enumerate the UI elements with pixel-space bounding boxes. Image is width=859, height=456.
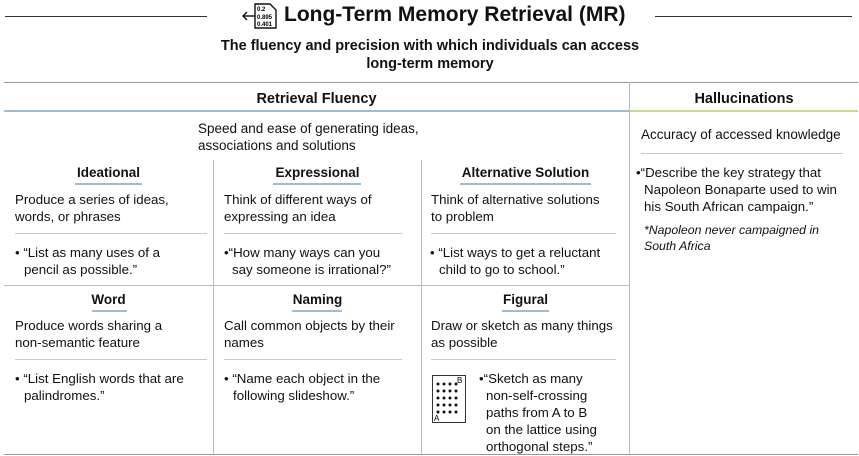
cell-title-underline [502, 310, 549, 312]
retrieval-description: Speed and ease of generating ideas, asso… [198, 121, 419, 153]
cell-separator [15, 359, 207, 360]
cell-separator [224, 233, 402, 234]
cell-title: Figural [502, 292, 548, 307]
hallucinations-note: *Napoleon never campaigned in South Afri… [644, 223, 820, 253]
cell-separator [15, 233, 207, 234]
retrieval-fluency-heading: Retrieval Fluency [256, 91, 377, 107]
hallucinations-separator [641, 153, 843, 154]
cell-title: Expressional [275, 165, 360, 180]
retrieval-fluency-rule [4, 110, 629, 112]
cell-title-underline [75, 183, 142, 185]
title-rule-left [5, 16, 207, 17]
cell-title-underline [292, 310, 342, 312]
hallucinations-description: Accuracy of accessed knowledge [641, 127, 841, 142]
title-text: Long-Term Memory Retrieval (MR) [284, 3, 626, 26]
cell-title: Naming [292, 292, 343, 307]
cell-separator [431, 233, 616, 234]
hallucinations-rule [630, 110, 858, 112]
page-title: 0.2 0.895 0.401 Long-Term Memory Retriev… [242, 3, 632, 29]
logo-value-2: 0.895 [257, 15, 273, 21]
cell-title: Alternative Solution [461, 165, 590, 180]
hallucinations-heading: Hallucinations [694, 91, 794, 107]
table-top-rule [4, 82, 858, 83]
logo-value-1: 0.2 [257, 7, 266, 13]
subtitle-line-2: long-term memory [366, 56, 494, 72]
lattice-label-a: A [434, 414, 440, 423]
lattice-diagram: B A [432, 375, 466, 428]
cell-title-underline [460, 183, 591, 185]
subtitle-line-1: The fluency and precision with which ind… [220, 38, 640, 54]
row-divider [4, 285, 629, 286]
hallucinations-example: •“Describe the key strategy that Napoleo… [636, 165, 837, 214]
logo-value-3: 0.401 [257, 22, 273, 28]
cell-title: Word [91, 292, 126, 307]
cell-title-underline [92, 310, 127, 312]
cell-title-underline [273, 183, 361, 185]
cell-divider-1 [213, 160, 214, 454]
cell-example: •“Sketch as many non-self-crossing paths… [479, 371, 597, 454]
cell-title: Ideational [76, 165, 140, 180]
cell-divider-2 [421, 160, 422, 454]
table-bottom-rule [4, 454, 858, 455]
column-divider [629, 82, 630, 454]
lattice-label-b: B [457, 376, 462, 385]
cell-separator [224, 359, 402, 360]
title-rule-right [655, 16, 852, 17]
cell-separator [431, 359, 616, 360]
subtitle: The fluency and precision with which ind… [130, 37, 730, 73]
data-file-icon: 0.2 0.895 0.401 [242, 3, 278, 29]
cell-description: Produce a series of ideas,words, or phra… [15, 192, 169, 224]
